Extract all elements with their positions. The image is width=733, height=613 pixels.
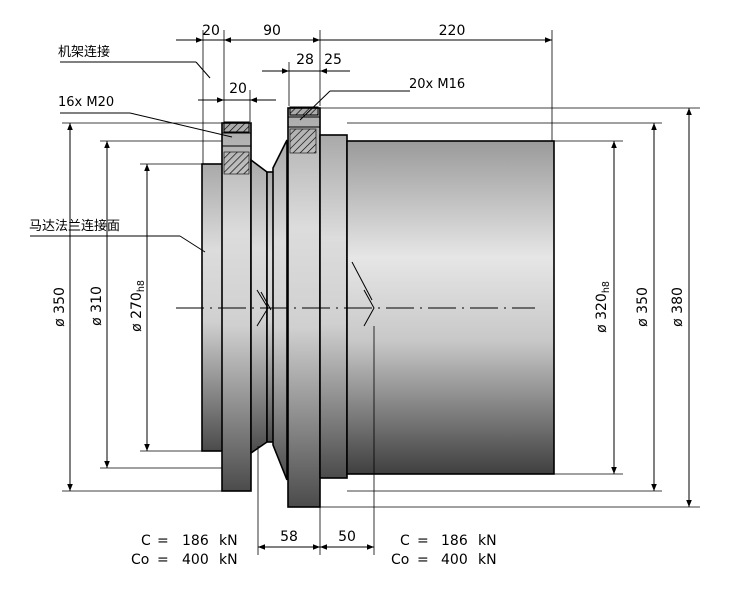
svg-text:ø 270h8: ø 270h8	[129, 280, 147, 332]
annotation-labels: 机架连接 16x M20 20x M16 马达法兰连接面	[29, 44, 465, 234]
center-axis	[176, 261, 535, 327]
label-frame-connection: 机架连接	[58, 44, 110, 60]
label-motor-flange: 马达法兰连接面	[29, 218, 120, 234]
rating-left-co: 400	[182, 552, 209, 568]
rating-right-co: 400	[441, 552, 468, 568]
dim-left-310: 310	[89, 286, 105, 313]
dim-right-380: 380	[670, 287, 686, 314]
neck-flank	[272, 139, 288, 481]
svg-text:ø 350: ø 350	[52, 287, 68, 327]
label-bolts-left: 16x M20	[58, 95, 114, 110]
dim-28: 28	[296, 52, 314, 68]
svg-text:=: =	[157, 533, 169, 549]
dim-right-320: 320	[594, 293, 610, 320]
slewing-drive-body	[201, 107, 555, 508]
dim-right-350: 350	[635, 287, 651, 314]
svg-text:ø 310: ø 310	[89, 286, 105, 326]
dim-left-350: 350	[52, 287, 68, 314]
svg-text:ø 350: ø 350	[635, 287, 651, 327]
load-ratings-right: C = 186 kN Co = 400 kN	[391, 533, 497, 568]
left-ring	[221, 122, 252, 492]
svg-text:C: C	[400, 533, 410, 549]
svg-text:C: C	[141, 533, 151, 549]
dim-top-220: 220	[439, 23, 466, 39]
svg-text:ø 320h8: ø 320h8	[594, 281, 612, 333]
label-bolts-right: 20x M16	[409, 77, 465, 92]
dim-bottom-58: 58	[280, 529, 298, 545]
svg-text:=: =	[157, 552, 169, 568]
motor-flange	[201, 163, 225, 452]
dim-bottom-50: 50	[338, 529, 356, 545]
svg-text:=: =	[417, 552, 429, 568]
dim-25: 25	[324, 52, 342, 68]
dim-top-20: 20	[202, 23, 220, 39]
svg-text:Co: Co	[391, 552, 409, 568]
load-ratings-left: C = 186 kN Co = 400 kN	[131, 533, 238, 568]
svg-text:kN: kN	[478, 552, 497, 568]
svg-text:kN: kN	[219, 533, 238, 549]
step-ring	[319, 134, 348, 479]
svg-text:kN: kN	[219, 552, 238, 568]
leader-lines	[30, 61, 410, 253]
dimension-lines	[67, 37, 692, 550]
extension-lines	[62, 30, 700, 555]
rating-right-c: 186	[441, 533, 468, 549]
output-drum	[346, 140, 555, 475]
dim-20-second: 20	[229, 81, 247, 97]
svg-text:Co: Co	[131, 552, 149, 568]
right-ring	[287, 107, 321, 508]
neck	[250, 158, 268, 455]
rating-left-c: 186	[182, 533, 209, 549]
dimension-labels: 20 90 220 28 25 20 ø 350 ø 310 ø 270h8 ø…	[52, 23, 686, 545]
dim-left-270: 270	[129, 292, 145, 319]
svg-text:=: =	[417, 533, 429, 549]
svg-text:ø 380: ø 380	[670, 287, 686, 327]
dim-top-90: 90	[263, 23, 281, 39]
hatched-sections	[222, 106, 320, 175]
svg-text:kN: kN	[478, 533, 497, 549]
